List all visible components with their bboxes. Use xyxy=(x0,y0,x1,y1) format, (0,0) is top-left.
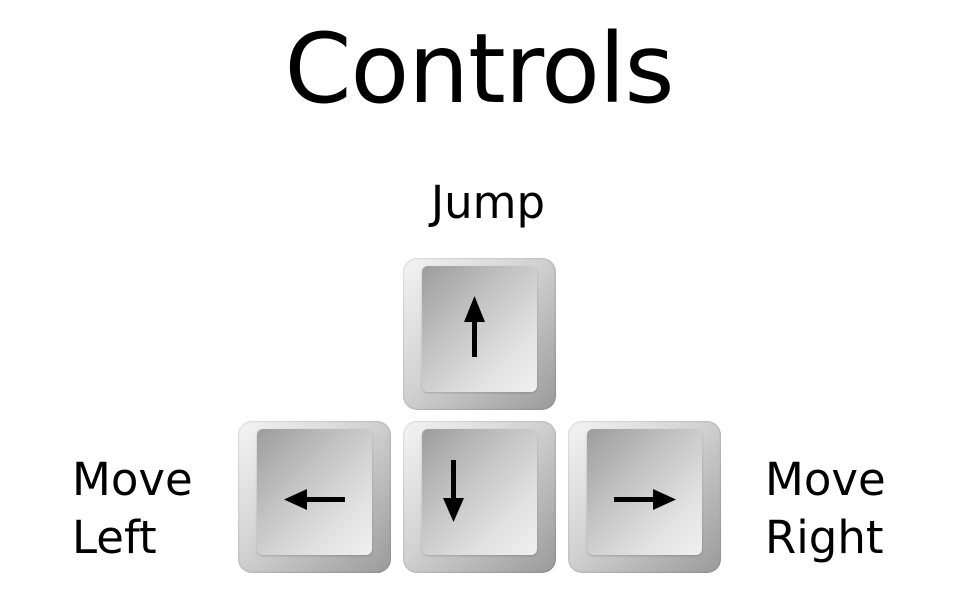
label-jump: Jump xyxy=(430,176,546,229)
arrow-left-icon xyxy=(284,489,345,510)
label-move-right: Move Right xyxy=(765,451,886,567)
arrow-up-icon xyxy=(464,296,485,357)
key-up-cap xyxy=(422,266,537,392)
label-move-right-line-2: Right xyxy=(765,511,884,564)
key-up xyxy=(403,258,556,410)
key-left xyxy=(238,421,391,573)
key-down xyxy=(403,421,556,573)
label-move-left-line-1: Move xyxy=(72,453,193,506)
key-down-cap xyxy=(422,429,537,555)
arrow-right-icon xyxy=(614,489,676,510)
key-right-cap xyxy=(587,429,702,555)
label-move-left: Move Left xyxy=(72,451,193,567)
page-title: Controls xyxy=(284,13,674,125)
arrow-down-icon xyxy=(443,460,464,522)
label-move-left-line-2: Left xyxy=(72,511,157,564)
label-move-right-line-1: Move xyxy=(765,453,886,506)
key-left-cap xyxy=(257,429,372,555)
key-right xyxy=(568,421,721,573)
